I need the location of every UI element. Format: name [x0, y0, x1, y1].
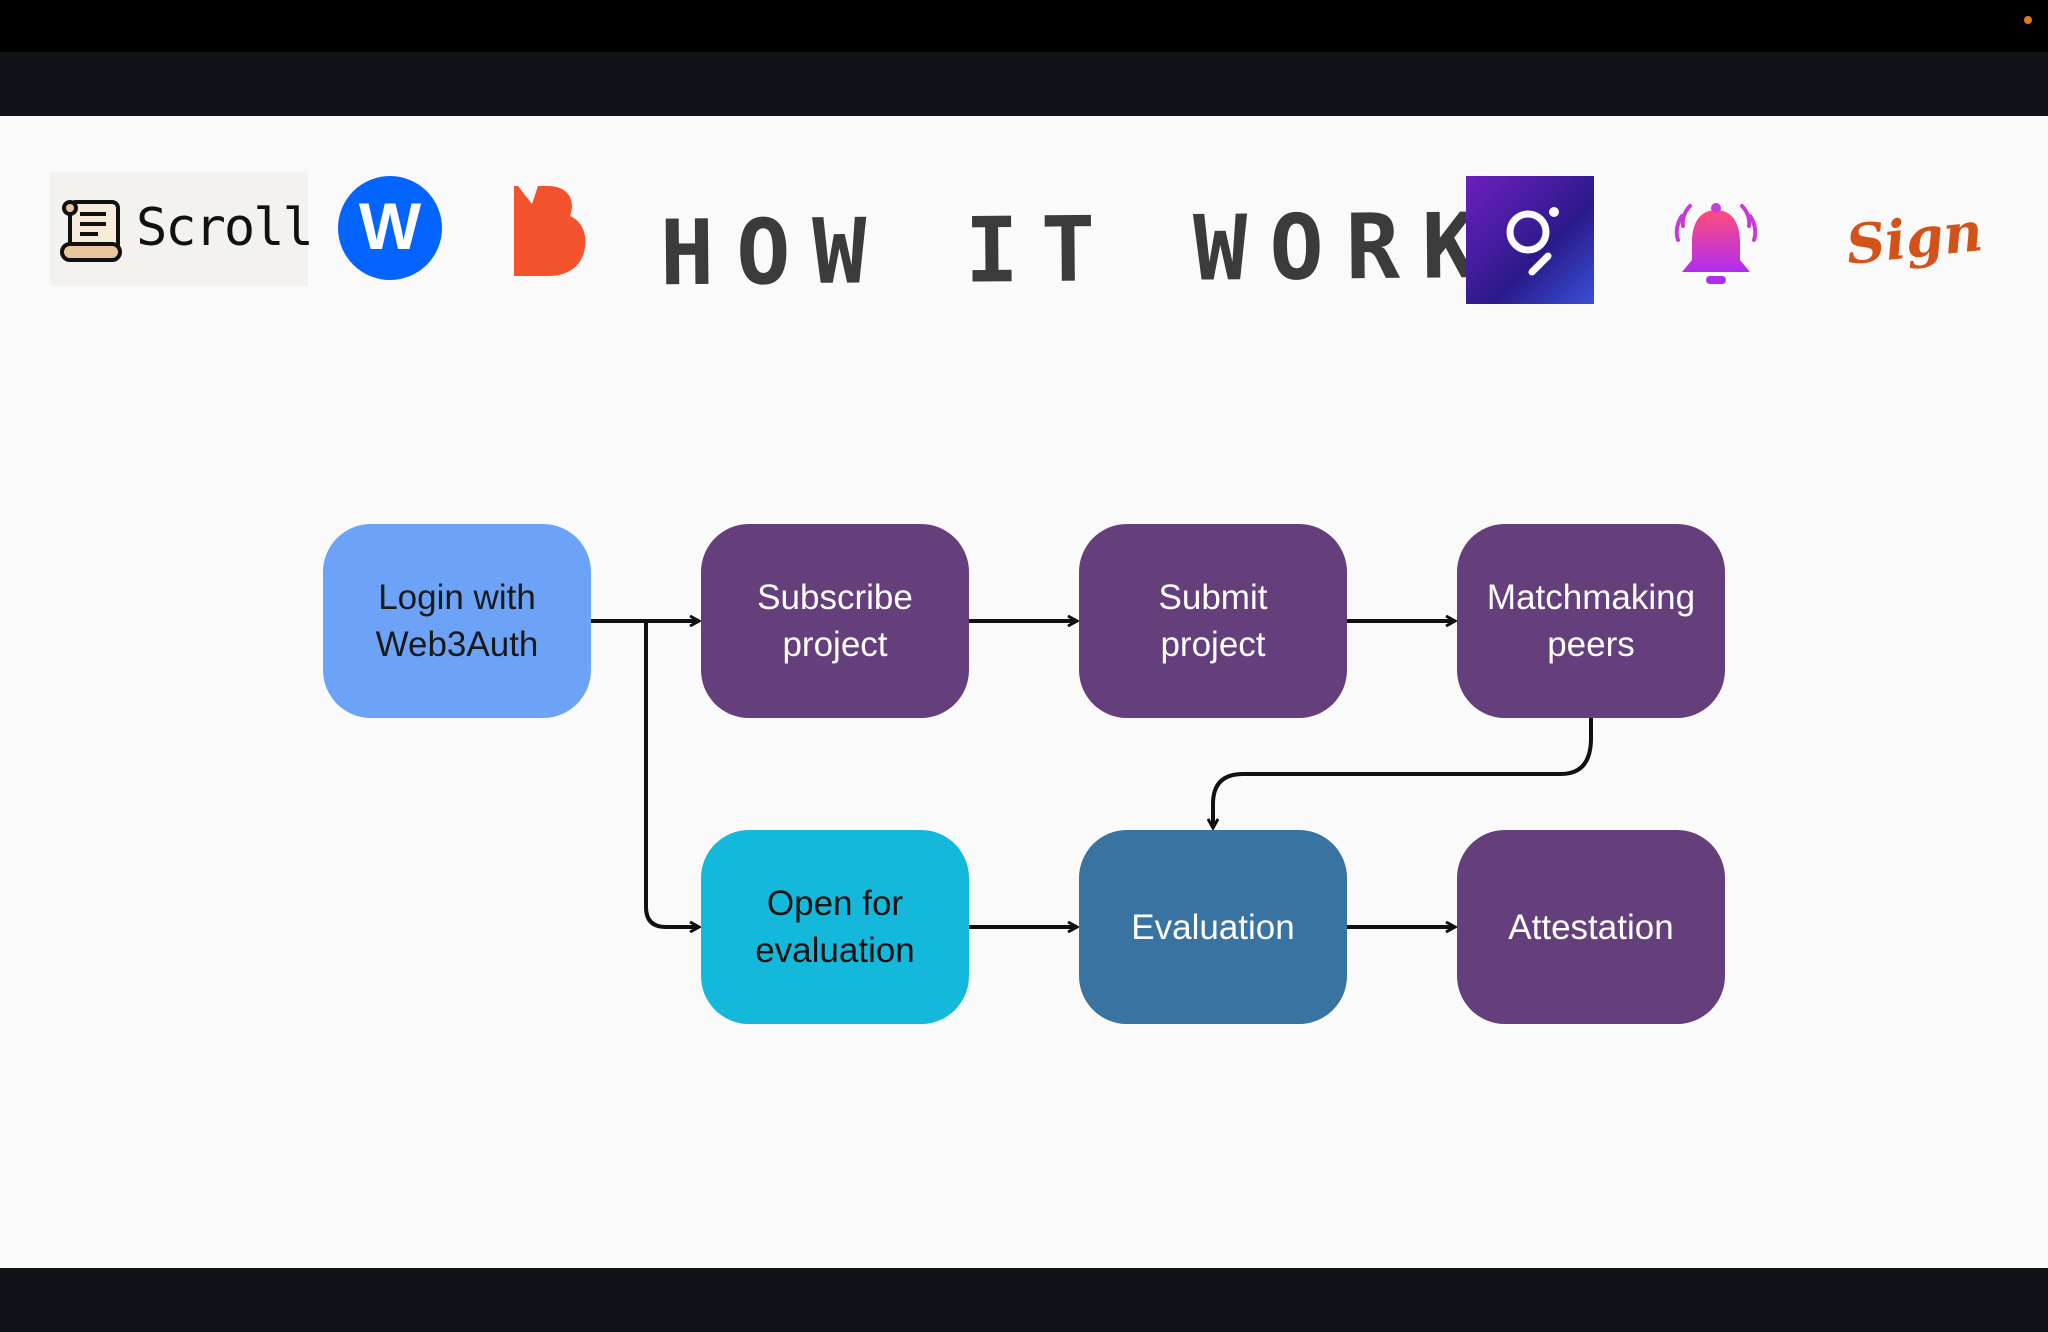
web3auth-logo: W: [338, 176, 442, 280]
node-evaluation: Evaluation: [1079, 830, 1347, 1024]
b-brand-icon: [514, 186, 586, 276]
bell-icon: [1674, 203, 1758, 284]
node-submit-project: Submit project: [1079, 524, 1347, 718]
node-submit-label: Submit project: [1158, 578, 1268, 664]
flow-connectors: [591, 116, 1593, 1268]
gitcoin-icon: [1466, 176, 1594, 304]
bottom-bar: [0, 1268, 2048, 1332]
recording-indicator: [2024, 16, 2032, 24]
node-matchmaking-peers: Matchmaking peers: [1457, 524, 1725, 718]
arrow-login-to-open: [644, 621, 699, 927]
node-subscribe-project: Subscribe project: [701, 524, 969, 718]
node-attestation-label: Attestation: [1508, 907, 1674, 947]
node-login-label: Login with Web3Auth: [375, 578, 539, 664]
gitcoin-logo: [1466, 176, 1594, 304]
header-band: [0, 52, 2048, 116]
b-brand-logo: [510, 182, 590, 282]
node-open-for-evaluation: Open for evaluation: [701, 830, 969, 1024]
node-matchmaking-label: Matchmaking peers: [1486, 578, 1696, 664]
scroll-logo-text: Scroll: [136, 198, 314, 258]
top-bar: [0, 0, 2048, 52]
scroll-icon: [60, 200, 122, 262]
node-evaluation-label: Evaluation: [1131, 907, 1295, 947]
node-login-with-web3auth: Login with Web3Auth: [323, 524, 591, 718]
node-subscribe-label: Subscribe project: [757, 578, 913, 664]
web3auth-logo-text: W: [358, 189, 422, 263]
node-open-label: Open for evaluation: [755, 884, 915, 970]
slide: Scroll W HOW IT WORKS: [0, 116, 2048, 1268]
scroll-logo: Scroll: [50, 172, 314, 286]
bell-logo: [1668, 196, 1764, 300]
arrow-matchmaking-to-evaluation: [1213, 718, 1593, 828]
node-attestation: Attestation: [1457, 830, 1725, 1024]
